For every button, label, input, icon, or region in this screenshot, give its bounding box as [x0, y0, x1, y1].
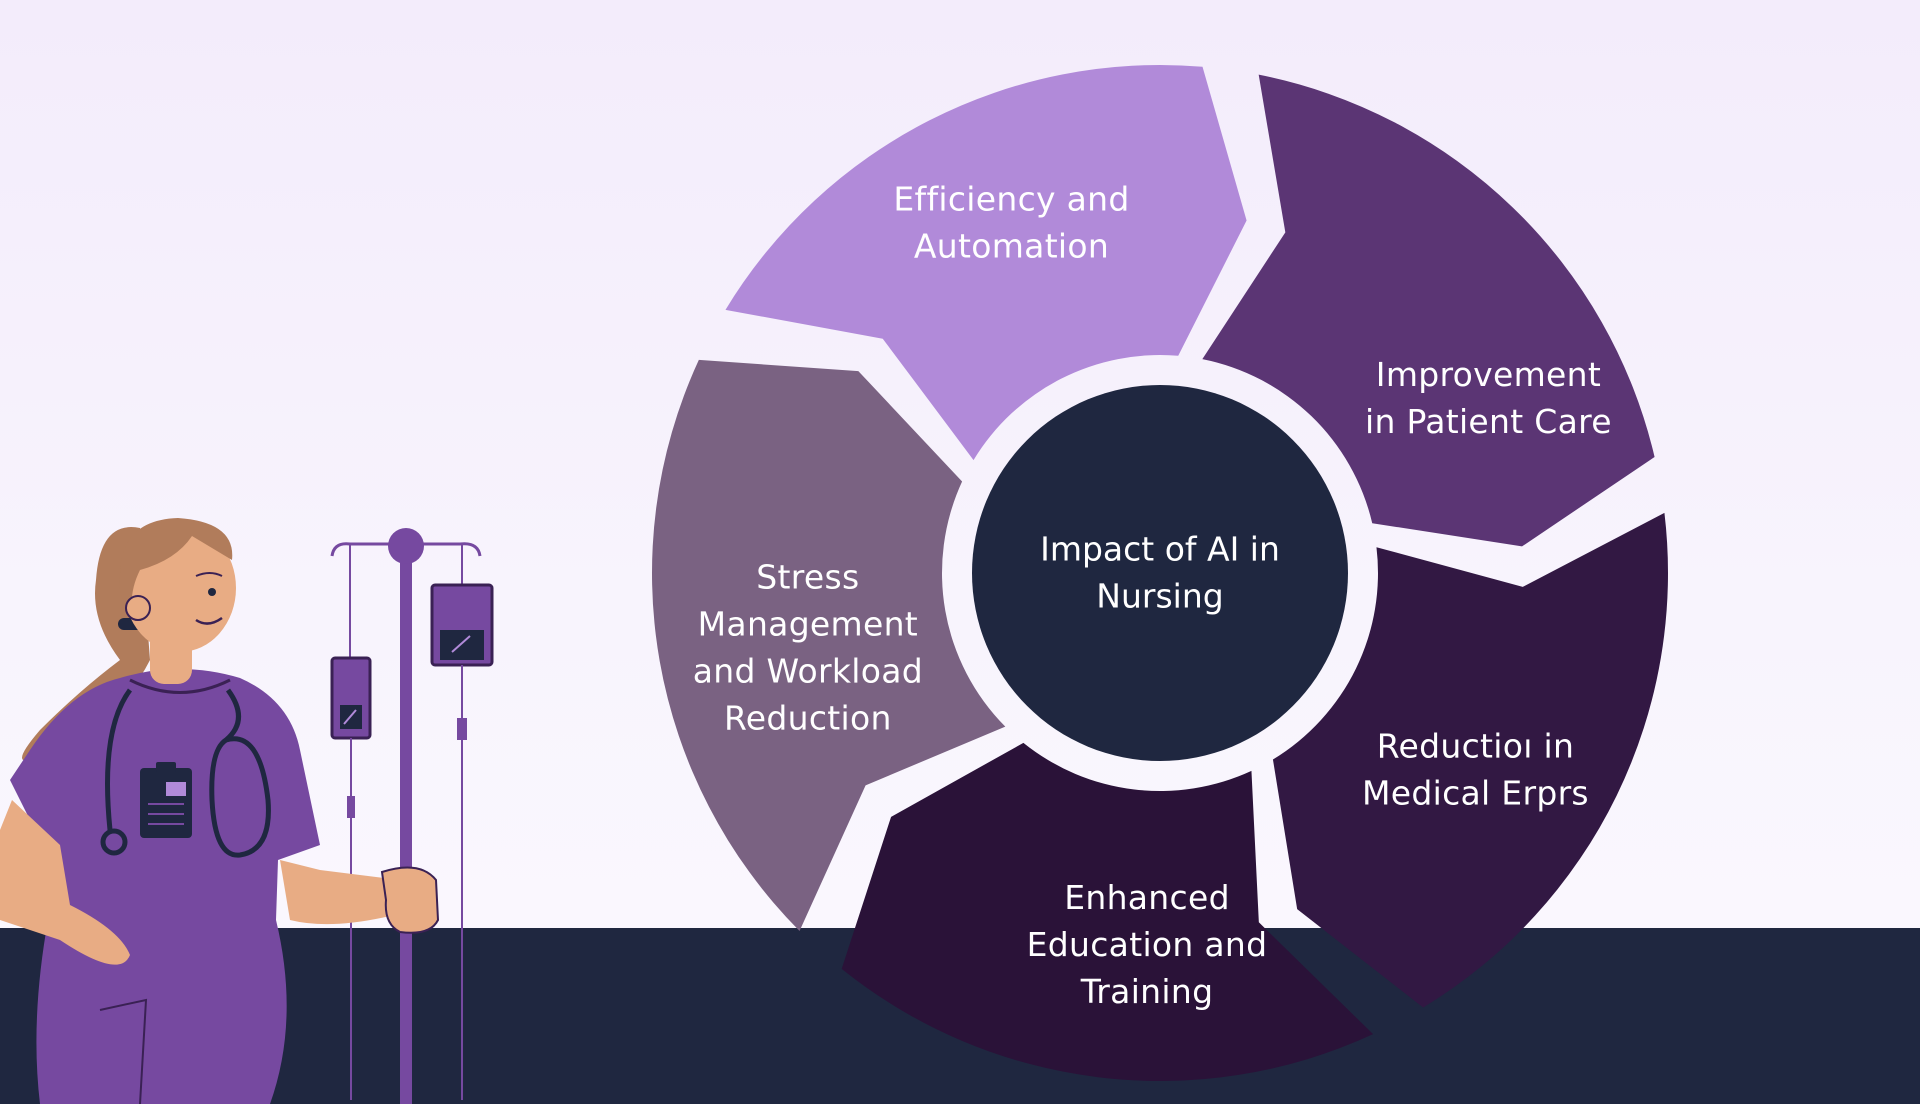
hair-front: [119, 518, 233, 610]
segment-label-line: Reductioı in: [1377, 727, 1574, 766]
stethoscope-icon: [100, 688, 271, 858]
left-arm: [0, 800, 130, 965]
segment-label-line: Management: [698, 604, 918, 643]
iv-bag-icon: [330, 583, 494, 1100]
segment-stress: [652, 359, 1006, 931]
uniform: [10, 669, 320, 1104]
segment-label-patient-care: Improvement in Patient Care: [1365, 355, 1612, 441]
segment-label-line: Automation: [914, 227, 1109, 266]
center-title: Impact of AI in Nursing: [1040, 530, 1280, 616]
segment-label-line: Reduction: [724, 698, 892, 737]
segment-label-medical-errors: Reductioı in Medical Erprs: [1362, 727, 1589, 813]
hand: [380, 866, 440, 934]
center-title-line: Nursing: [1096, 577, 1223, 616]
center-hub: [972, 385, 1348, 761]
segment-label-line: Efficiency and: [893, 180, 1129, 219]
segment-medical-errors: [1272, 512, 1668, 1008]
segment-label-line: and Workload: [693, 651, 923, 690]
clipboard-badge-icon: [140, 762, 192, 838]
segment-label-line: Training: [1080, 972, 1214, 1011]
segment-label-line: Medical Erprs: [1362, 774, 1589, 813]
segment-patient-care: [1202, 74, 1655, 547]
segment-label-line: Enhanced: [1064, 878, 1230, 917]
segment-label-line: Improvement: [1376, 355, 1601, 394]
segment-education: [841, 742, 1374, 1081]
center-title-line: Impact of AI in: [1040, 530, 1280, 569]
segment-label-line: in Patient Care: [1365, 402, 1612, 441]
iv-pole: [330, 528, 482, 1104]
segment-efficiency: [725, 65, 1247, 461]
segment-label-line: Education and: [1027, 925, 1268, 964]
nurse-illustration: [0, 518, 494, 1104]
segment-label-line: Stress: [756, 557, 859, 596]
